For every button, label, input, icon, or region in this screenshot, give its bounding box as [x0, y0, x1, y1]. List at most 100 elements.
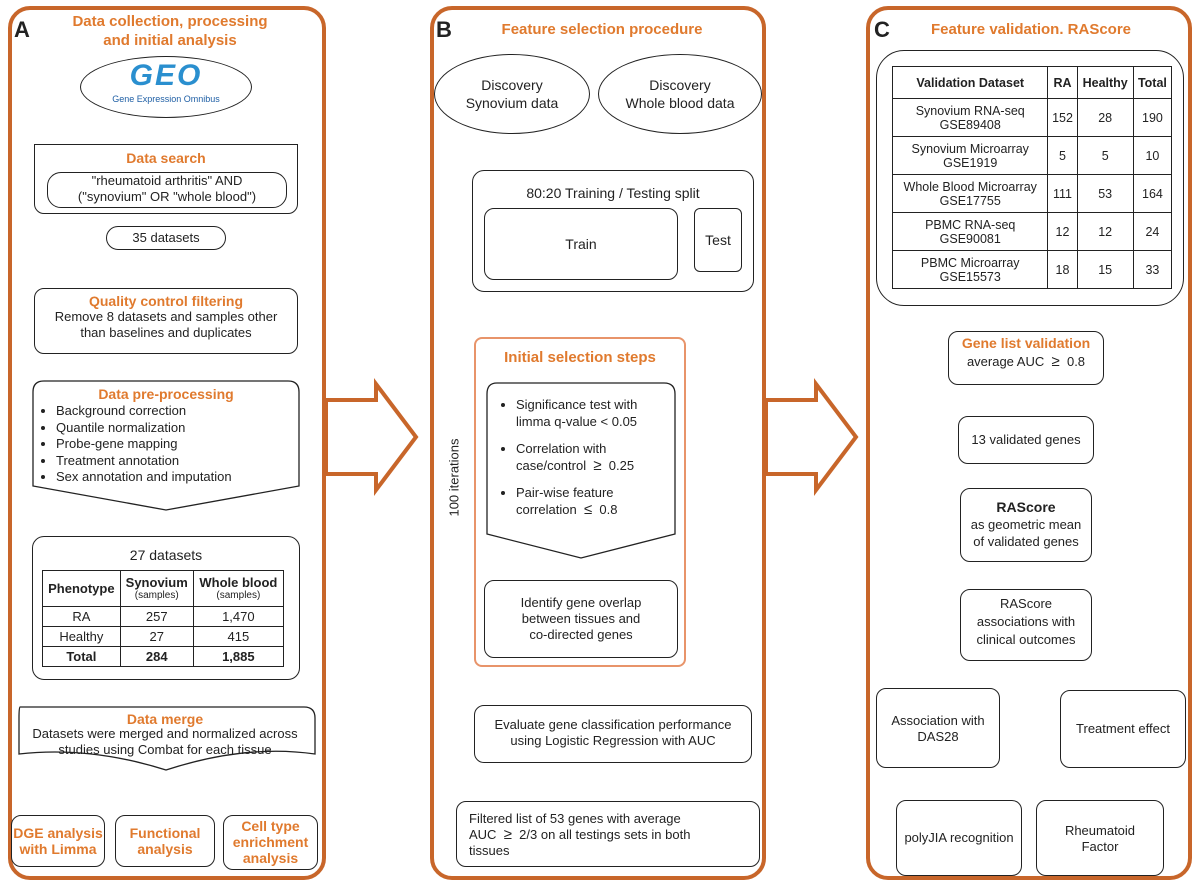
cell-total: 33	[1132, 250, 1173, 289]
cell-type-line2: enrichment	[232, 834, 309, 850]
header-total: Total	[1132, 66, 1173, 99]
search-query-line2: ("synovium" OR "whole blood")	[77, 189, 257, 204]
qc-filter-title: Quality control filtering	[88, 293, 243, 309]
associations-line1: RAScore	[999, 596, 1053, 611]
split-title: 80:20 Training / Testing split	[526, 185, 700, 201]
data-merge-title: Data merge	[126, 711, 204, 727]
data-merge-text: Datasets were merged and normalized acro…	[20, 726, 310, 758]
discovery-blood-line2: Whole blood data	[625, 95, 735, 111]
dataset-count-box: 35 datasets	[106, 226, 226, 250]
rheumatoid-factor-line2: Factor	[1081, 839, 1119, 854]
cell-healthy: 5	[1076, 136, 1134, 175]
geo-logo: GEO Gene Expression Omnibus	[80, 56, 252, 118]
cell-phenotype: RA	[42, 606, 121, 627]
gene-list-criterion-value: 0.8	[1066, 354, 1086, 369]
cell-total: 190	[1132, 98, 1173, 137]
dataset-accession: GSE89408	[939, 117, 1001, 132]
gene-list-validation-criterion: average AUC ≥ 0.8	[949, 354, 1103, 370]
data-merge-line1: Datasets were merged and normalized acro…	[32, 726, 298, 741]
cell-total: 164	[1132, 174, 1173, 213]
das28-line1: Association with	[891, 713, 985, 728]
search-query-line1: "rheumatoid arthritis" AND	[91, 173, 243, 188]
preprocessing-item: Treatment annotation	[56, 453, 316, 470]
validated-genes-label: 13 validated genes	[971, 432, 1081, 447]
cell-healthy: 12	[1076, 212, 1134, 251]
cell-total: 10	[1132, 136, 1173, 175]
datasets-summary-table: Phenotype Synovium (samples) Whole blood(…	[42, 570, 285, 667]
panel-b-title: Feature selection procedure	[501, 21, 703, 38]
validation-table-frame	[876, 50, 1184, 306]
rascore-title: RAScore	[996, 499, 1056, 515]
cell-synovium: 257	[119, 606, 194, 627]
gene-list-validation-box: Gene list validation average AUC ≥ 0.8	[948, 331, 1104, 385]
geo-logo-subtitle: Gene Expression Omnibus	[112, 94, 220, 104]
step1-line1: Significance test with	[516, 397, 638, 412]
table-row: Total 284 1,885	[42, 646, 285, 667]
cell-healthy: 15	[1076, 250, 1134, 289]
header-synovium-label: Synovium	[125, 575, 188, 590]
cell-phenotype: Healthy	[42, 626, 121, 647]
cell-phenotype: Total	[42, 646, 121, 667]
preprocessing-list: Background correction Quantile normaliza…	[36, 403, 316, 486]
qc-filter-line1: Remove 8 datasets and samples other	[54, 309, 278, 324]
polyjia-label: polyJIA recognition	[904, 830, 1014, 845]
functional-analysis-line2: analysis	[137, 841, 193, 857]
gene-overlap-box: Identify gene overlap between tissues an…	[484, 580, 678, 658]
dataset-accession: GSE15573	[939, 269, 1001, 284]
validated-genes-box: 13 validated genes	[958, 416, 1094, 464]
iterations-label: 100 iterations	[446, 412, 462, 543]
clinical-associations-box: RAScore associations with clinical outco…	[960, 589, 1092, 661]
geo-logo-text: GEO	[129, 59, 203, 92]
panel-arrow-b-to-c	[764, 378, 859, 496]
qc-filter-line2: than baselines and duplicates	[80, 325, 252, 340]
preprocessing-item: Quantile normalization	[56, 420, 316, 437]
cell-synovium: 284	[119, 646, 194, 667]
initial-selection-title: Initial selection steps	[504, 349, 656, 366]
step2-operator: ≥	[593, 457, 602, 474]
cell-whole-blood: 1,470	[192, 606, 285, 627]
rheumatoid-factor-line1: Rheumatoid	[1064, 823, 1136, 838]
step3-line2: correlation	[516, 502, 577, 517]
header-whole-blood-label: Whole blood	[199, 575, 278, 590]
cell-healthy: 53	[1076, 174, 1134, 213]
step3-value: 0.8	[599, 502, 618, 517]
initial-selection-box	[474, 337, 686, 667]
train-box: Train	[484, 208, 678, 280]
header-whole-blood: Whole blood(samples)	[192, 570, 285, 607]
dataset-name-line1: PBMC RNA-seq	[925, 217, 1016, 232]
step1-line2: limma q-value < 0.05	[516, 414, 638, 429]
dataset-accession: GSE90081	[939, 231, 1001, 246]
data-merge-line2: studies using Combat for each tissue	[58, 742, 272, 757]
panel-a-title-line2: and initial analysis	[103, 32, 237, 49]
panel-b-label: B	[436, 17, 452, 42]
filtered-line2-operator: ≥	[503, 826, 512, 843]
preprocessing-shape	[32, 380, 300, 511]
selection-step: Significance test with limma q-value < 0…	[516, 396, 692, 430]
cell-ra: 12	[1047, 212, 1078, 251]
rascore-line2: of validated genes	[973, 534, 1079, 549]
selection-steps-shape	[486, 382, 676, 559]
dataset-count: 35 datasets	[132, 230, 200, 245]
table-row: Healthy 27 415	[42, 626, 285, 647]
cell-type-line3: analysis	[242, 850, 299, 866]
filtered-line2-rest: 2/3 on all testings sets in both	[519, 827, 691, 842]
discovery-blood-oval: Discovery Whole blood data	[598, 54, 762, 134]
header-whole-blood-unit: (samples)	[216, 590, 261, 601]
step2-value: 0.25	[608, 458, 635, 473]
preprocessing-item: Background correction	[56, 403, 316, 420]
header-phenotype: Phenotype	[42, 570, 121, 607]
cell-ra: 5	[1047, 136, 1078, 175]
selection-steps-list: Significance test with limma q-value < 0…	[496, 396, 692, 518]
cell-synovium: 27	[119, 626, 194, 647]
step2-line2: case/control	[516, 458, 587, 473]
cell-total: 24	[1132, 212, 1173, 251]
discovery-synovium-line2: Synovium data	[465, 95, 559, 111]
table-header-row: Phenotype Synovium (samples) Whole blood(…	[42, 570, 285, 607]
panel-c-title: Feature validation. RAScore	[930, 21, 1132, 38]
step2-line1: Correlation with	[516, 441, 607, 456]
